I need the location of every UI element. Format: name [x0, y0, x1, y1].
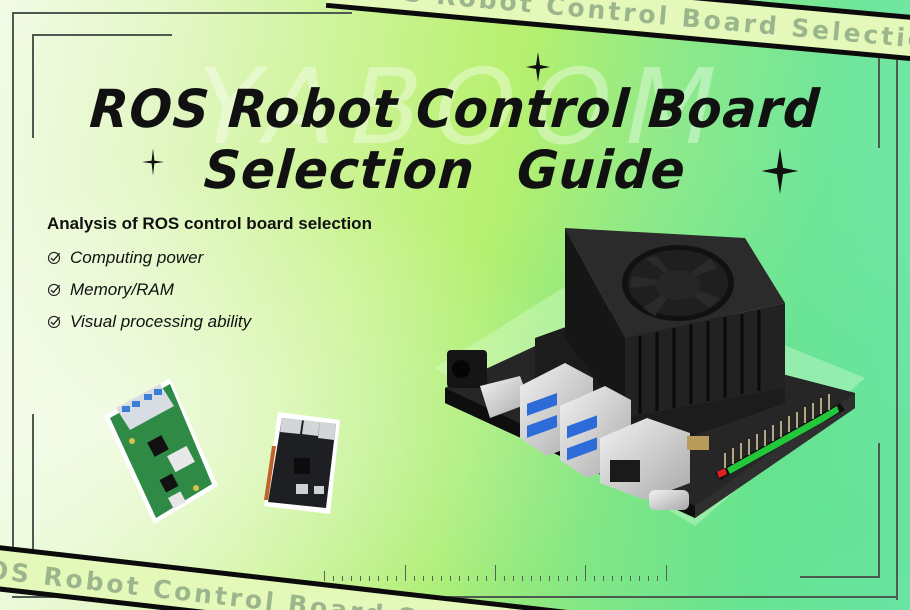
ruler-decoration — [324, 563, 682, 581]
dark-sbc-board-image — [264, 412, 340, 514]
list-item: Computing power — [47, 248, 372, 268]
list-item-label: Memory/RAM — [70, 280, 174, 299]
sparkle-icon — [526, 52, 550, 82]
list-item: Visual processing ability — [47, 312, 372, 332]
frame-line — [12, 12, 14, 580]
analysis-section: Analysis of ROS control board selection … — [47, 214, 372, 344]
main-board-image — [435, 228, 865, 526]
frame-corner — [800, 443, 880, 578]
frame-line — [32, 414, 34, 582]
check-circle-icon — [47, 283, 61, 297]
frame-line — [878, 30, 880, 148]
frame-corner — [32, 34, 172, 138]
frame-line — [12, 12, 352, 14]
analysis-list: Computing power Memory/RAM Visual proces… — [47, 248, 372, 332]
list-item: Memory/RAM — [47, 280, 372, 300]
check-circle-icon — [47, 251, 61, 265]
page-title-line1: ROS Robot Control Board — [87, 78, 823, 140]
sparkle-icon — [142, 148, 164, 176]
sparkle-icon — [761, 148, 799, 194]
check-circle-icon — [47, 315, 61, 329]
raspberry-pi-board-image — [104, 378, 218, 524]
list-item-label: Visual processing ability — [70, 312, 252, 331]
list-item-label: Computing power — [70, 248, 204, 267]
analysis-heading: Analysis of ROS control board selection — [47, 214, 372, 233]
frame-line — [896, 30, 898, 600]
